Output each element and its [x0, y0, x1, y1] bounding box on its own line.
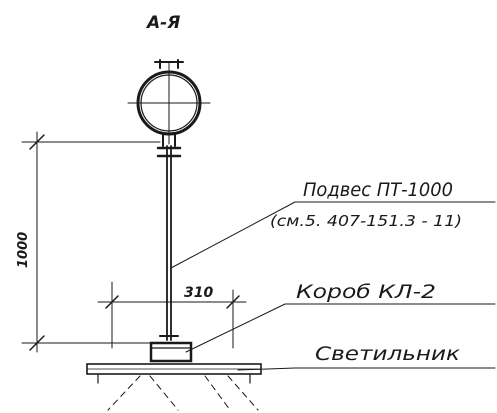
luminaire-label: Светильник: [315, 343, 461, 365]
dimension-310: [97, 281, 247, 349]
hanger-label: Подвес ПТ-1000: [303, 179, 453, 201]
dimension-height-label: 1000: [16, 232, 31, 268]
box-label: Короб КЛ-2: [296, 281, 436, 303]
leader-lines: [170, 201, 496, 371]
hanger-reference-label: (см.5. 407-151.3 - 11): [270, 212, 462, 230]
pipe-clamp: [127, 59, 211, 158]
section-title: А-Я: [145, 13, 180, 33]
hanger-rod: [166, 145, 172, 341]
dimension-1000: [21, 131, 161, 353]
box-kl2: [149, 335, 193, 363]
dimension-width-label: 310: [184, 285, 213, 301]
luminaire: [86, 363, 262, 411]
